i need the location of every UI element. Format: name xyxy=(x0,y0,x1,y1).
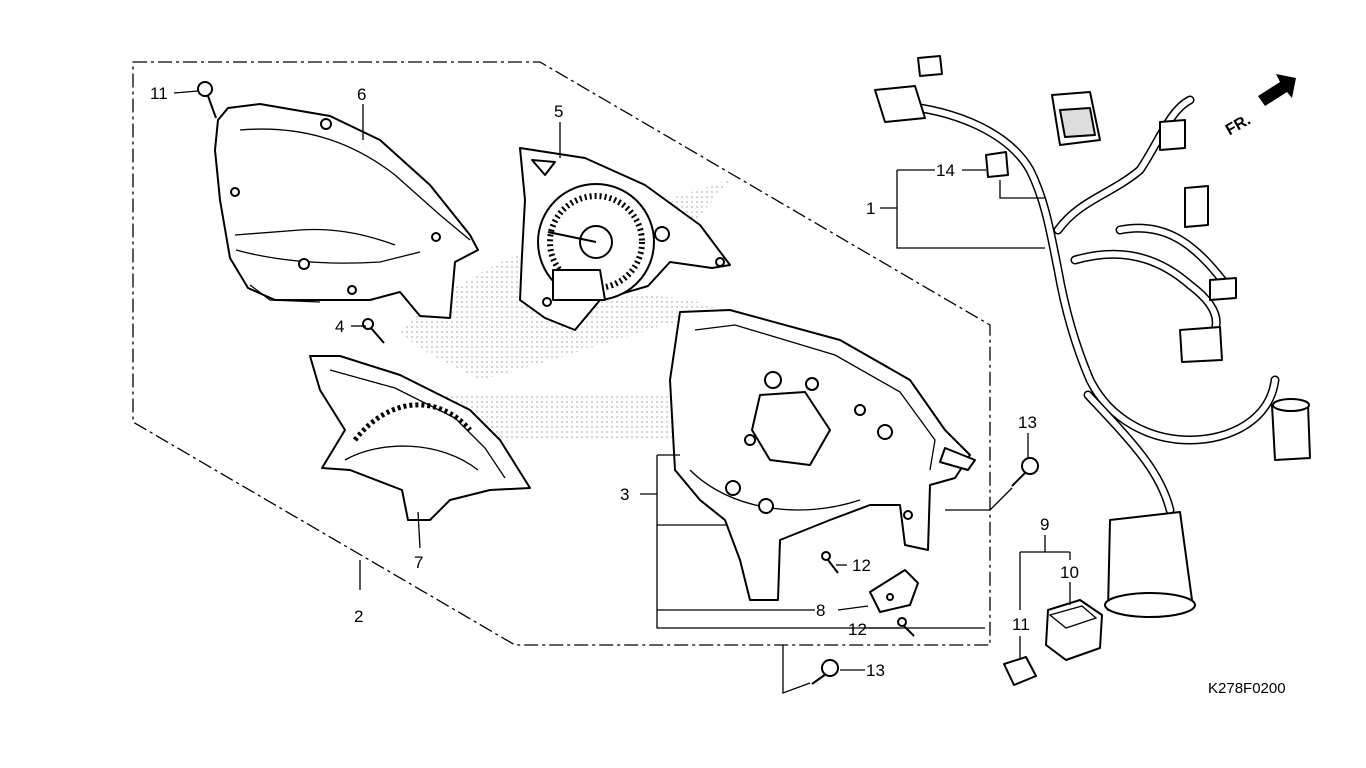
direction-label: FR. xyxy=(1223,112,1254,140)
screw-12-top xyxy=(197,81,217,119)
callout-12-middle: 12 xyxy=(852,556,871,575)
callout-13-bottom: 13 xyxy=(866,661,885,680)
callout-9: 9 xyxy=(1040,515,1049,534)
callout-5: 5 xyxy=(554,102,563,121)
direction-arrow-icon xyxy=(1258,74,1296,106)
screw-12-lower xyxy=(897,617,915,637)
callout-4: 4 xyxy=(335,317,344,336)
callout-14: 14 xyxy=(936,161,955,180)
callout-11-text: 11 xyxy=(1012,615,1030,634)
screw-13-right xyxy=(1011,457,1039,487)
part-1-wire-harness xyxy=(874,55,1311,618)
part-11-cap xyxy=(1003,656,1037,686)
callout-12-top: 11 xyxy=(150,84,168,103)
part-7-meter-panel xyxy=(309,355,531,521)
part-6-meter-cover xyxy=(214,103,479,319)
callout-13-right: 13 xyxy=(1018,413,1037,432)
callout-12-lower: 12 xyxy=(848,620,867,639)
callout-8: 8 xyxy=(816,601,825,620)
part-8-bracket xyxy=(869,569,919,613)
callout-10: 10 xyxy=(1060,563,1079,582)
part-3-meter-case xyxy=(669,309,976,601)
callout-7: 7 xyxy=(414,553,423,572)
part-10-relay xyxy=(1045,599,1103,661)
diagram-code: K278F0200 xyxy=(1208,680,1286,697)
leader-lines xyxy=(173,90,1071,694)
callout-2: 2 xyxy=(354,607,363,626)
assembly-boundary xyxy=(132,61,991,646)
callout-1: 1 xyxy=(866,199,875,218)
screw-12-middle xyxy=(821,551,839,574)
callout-3: 3 xyxy=(620,485,629,504)
callout-6: 6 xyxy=(357,85,366,104)
part-14-connector xyxy=(985,151,1009,178)
bulb-4 xyxy=(362,318,385,344)
screw-13-bottom xyxy=(811,659,839,685)
part-5-meter-face xyxy=(519,147,731,331)
